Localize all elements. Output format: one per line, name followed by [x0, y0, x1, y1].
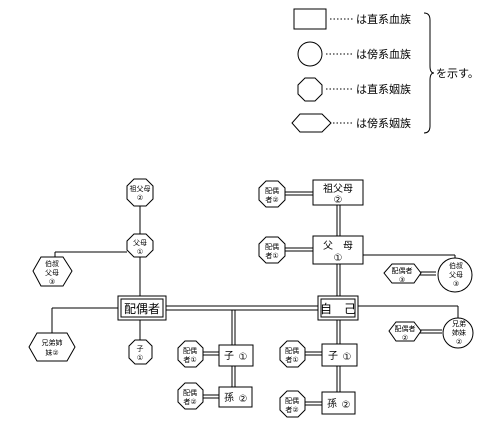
svg-text:②: ② — [456, 338, 462, 346]
node-sp-grandchild-spouse: 配偶 者② — [177, 382, 204, 410]
svg-text:孫: 孫 — [224, 392, 234, 404]
legend-text-1: は直系血族 — [356, 12, 411, 26]
svg-text:配偶: 配偶 — [183, 388, 197, 397]
node-kyodai-spouse: 配偶者 ② — [388, 321, 422, 342]
svg-text:配偶: 配偶 — [265, 242, 279, 251]
svg-text:①: ① — [239, 352, 248, 363]
node-sofubo-spouse: 配偶 者② — [258, 180, 286, 208]
node-sp-grandchild: 孫 ② — [218, 386, 253, 408]
legend: は直系血族 は傍系血族 は直系姻族 は傍系姻族 を示す。 — [291, 8, 479, 134]
node-oji-spouse: 配偶者 ③ — [383, 263, 422, 284]
svg-text:①: ① — [343, 352, 352, 363]
legend-note: を示す。 — [436, 67, 479, 80]
svg-text:配偶: 配偶 — [265, 186, 279, 195]
svg-text:②: ② — [342, 400, 351, 411]
svg-text:父 母: 父 母 — [323, 240, 353, 252]
svg-text:配偶者: 配偶者 — [124, 302, 160, 316]
svg-text:②: ② — [137, 194, 143, 202]
legend-hexagon-shape — [291, 113, 332, 133]
node-child-spouse: 配偶 者① — [279, 340, 306, 368]
svg-text:姉妹: 姉妹 — [452, 328, 466, 337]
legend-brace — [423, 12, 435, 134]
svg-text:孫: 孫 — [327, 398, 337, 410]
svg-text:配偶者: 配偶者 — [395, 324, 416, 333]
svg-text:③: ③ — [399, 276, 405, 284]
svg-text:伯叔: 伯叔 — [45, 259, 59, 268]
node-sp-sofubo: 祖父母 ② — [126, 178, 154, 207]
svg-text:者②: 者② — [285, 406, 298, 414]
svg-text:配偶者: 配偶者 — [392, 266, 413, 275]
node-grandchild-spouse: 配偶 者② — [279, 390, 306, 418]
svg-text:祖父母: 祖父母 — [130, 184, 151, 193]
svg-text:祖父母: 祖父母 — [323, 182, 353, 195]
svg-text:子: 子 — [137, 345, 144, 353]
svg-text:者①: 者① — [183, 356, 196, 364]
legend-text-2: は傍系血族 — [356, 47, 411, 61]
svg-text:①: ① — [334, 253, 343, 264]
svg-text:配偶: 配偶 — [285, 396, 299, 405]
node-sp-child: 子 ① — [128, 339, 153, 365]
legend-text-3: は直系姻族 — [356, 82, 411, 96]
legend-circle-shape — [297, 41, 323, 67]
svg-text:兄弟姉: 兄弟姉 — [42, 338, 63, 347]
legend-text-4: は傍系姻族 — [356, 116, 411, 130]
node-fubo-spouse: 配偶 者① — [258, 236, 286, 264]
node-sp-child2-spouse: 配偶 者① — [177, 340, 204, 368]
svg-text:父母: 父母 — [449, 271, 463, 279]
node-sp-kyodai: 兄弟姉 妹② — [28, 332, 76, 362]
node-sp-fubo: 父母 ① — [126, 233, 154, 258]
svg-text:自 己: 自 己 — [320, 302, 356, 316]
svg-text:者①: 者① — [285, 356, 298, 364]
svg-text:者②: 者② — [265, 196, 278, 204]
svg-text:①: ① — [137, 248, 143, 256]
svg-text:②: ② — [334, 195, 343, 206]
svg-text:兄弟: 兄弟 — [452, 319, 466, 328]
svg-text:父母: 父母 — [133, 239, 147, 247]
svg-text:①: ① — [137, 354, 143, 362]
node-sp-child2: 子 ① — [218, 344, 254, 367]
svg-text:配偶: 配偶 — [183, 346, 197, 355]
svg-text:妹②: 妹② — [45, 348, 58, 357]
svg-text:子: 子 — [224, 350, 234, 362]
node-fubo: 父 母 ① — [312, 235, 364, 265]
svg-text:者①: 者① — [265, 252, 278, 260]
svg-text:③: ③ — [49, 278, 55, 286]
node-self: 自 己 — [317, 295, 359, 321]
node-child: 子 ① — [321, 343, 358, 367]
node-kyodai: 兄弟 姉妹 ② — [442, 317, 474, 349]
node-sp-oji: 伯叔 父母 ③ — [32, 256, 73, 287]
svg-text:③: ③ — [453, 280, 459, 288]
svg-text:②: ② — [239, 394, 248, 405]
svg-text:父母: 父母 — [45, 269, 59, 277]
legend-rect-shape — [293, 8, 327, 30]
node-oji: 伯叔 父母 ③ — [437, 257, 473, 293]
svg-text:配偶: 配偶 — [285, 346, 299, 355]
legend-octagon-shape — [297, 77, 323, 102]
svg-text:伯叔: 伯叔 — [449, 261, 463, 270]
svg-text:者②: 者② — [183, 398, 196, 406]
node-sofubo: 祖父母 ② — [312, 179, 364, 206]
connector-lines — [51, 191, 459, 406]
node-spouse: 配偶者 — [117, 295, 167, 321]
node-grandchild: 孫 ② — [321, 391, 356, 415]
svg-text:②: ② — [402, 334, 408, 342]
svg-text:子: 子 — [328, 350, 338, 362]
